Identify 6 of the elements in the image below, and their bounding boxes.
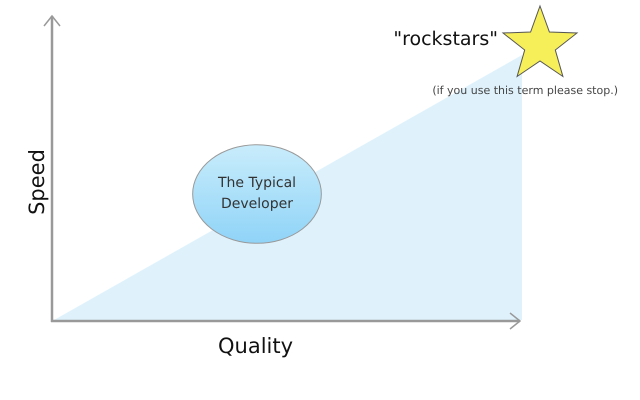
node-text: The Typical Developer: [216, 174, 298, 214]
axis-title: Quality: [218, 334, 294, 358]
rockstars-label: "rockstars": [393, 28, 498, 50]
ellipse-node: [192, 144, 322, 244]
note-text: (if you use this term please stop.): [432, 84, 618, 97]
axis-title: Speed: [24, 149, 49, 215]
